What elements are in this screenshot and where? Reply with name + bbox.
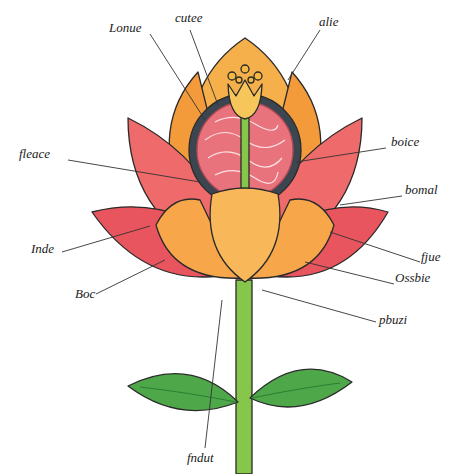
leaf <box>250 369 352 407</box>
part-label: alie <box>318 14 340 29</box>
part-label: boice <box>390 134 420 149</box>
part-label: pbuzi <box>378 312 408 327</box>
leader-lines <box>62 30 420 448</box>
leaf <box>128 374 238 411</box>
part-label: Boc <box>74 286 96 301</box>
part-label: cutee <box>174 10 203 25</box>
petal <box>210 188 280 282</box>
stem <box>236 280 252 474</box>
stamen <box>228 80 262 119</box>
part-label: fjue <box>420 249 442 264</box>
part-label: fndut <box>186 450 215 465</box>
part-label: fleace <box>18 146 51 161</box>
part-label: Inde <box>30 241 55 256</box>
part-label: Ossbie <box>394 270 431 285</box>
part-label: bomal <box>404 182 439 197</box>
part-label: Lonue <box>108 20 143 35</box>
